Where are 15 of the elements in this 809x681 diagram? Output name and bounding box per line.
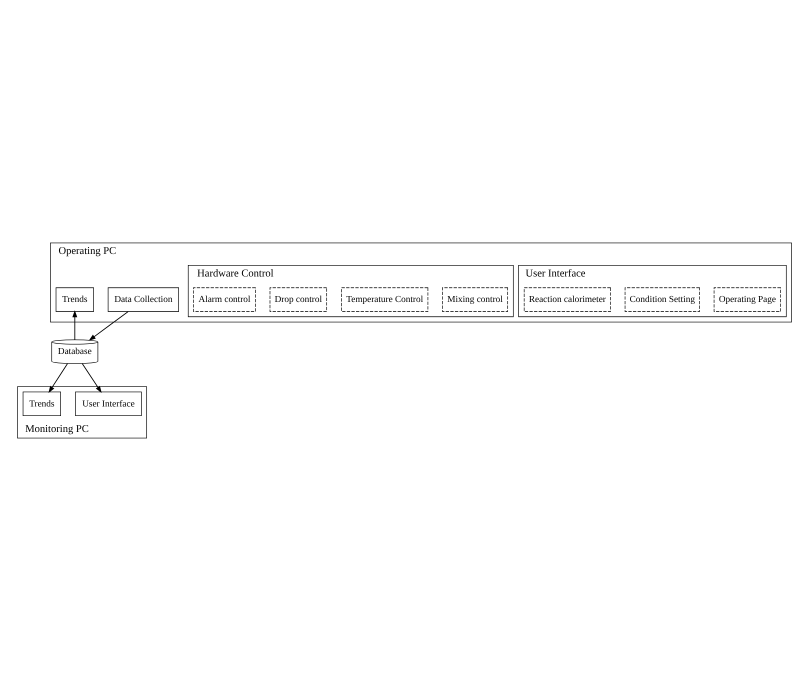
node-box: Reaction calorimeter	[524, 287, 611, 312]
node-box: Mixing control	[442, 287, 508, 312]
node-box: Data Collection	[108, 287, 179, 312]
arrow	[48, 363, 68, 393]
node-box: Trends	[56, 287, 94, 312]
node-box: Condition Setting	[624, 287, 700, 312]
arrow	[88, 311, 129, 341]
node-box: Operating Page	[714, 287, 781, 312]
node-box: Temperature Control	[341, 287, 428, 312]
node-box: Alarm control	[193, 287, 256, 312]
node-box: Trends	[22, 392, 61, 416]
node-box: User Interface	[75, 392, 142, 416]
node-box: Drop control	[270, 287, 328, 312]
arrow	[72, 310, 78, 340]
arrow	[82, 363, 102, 393]
